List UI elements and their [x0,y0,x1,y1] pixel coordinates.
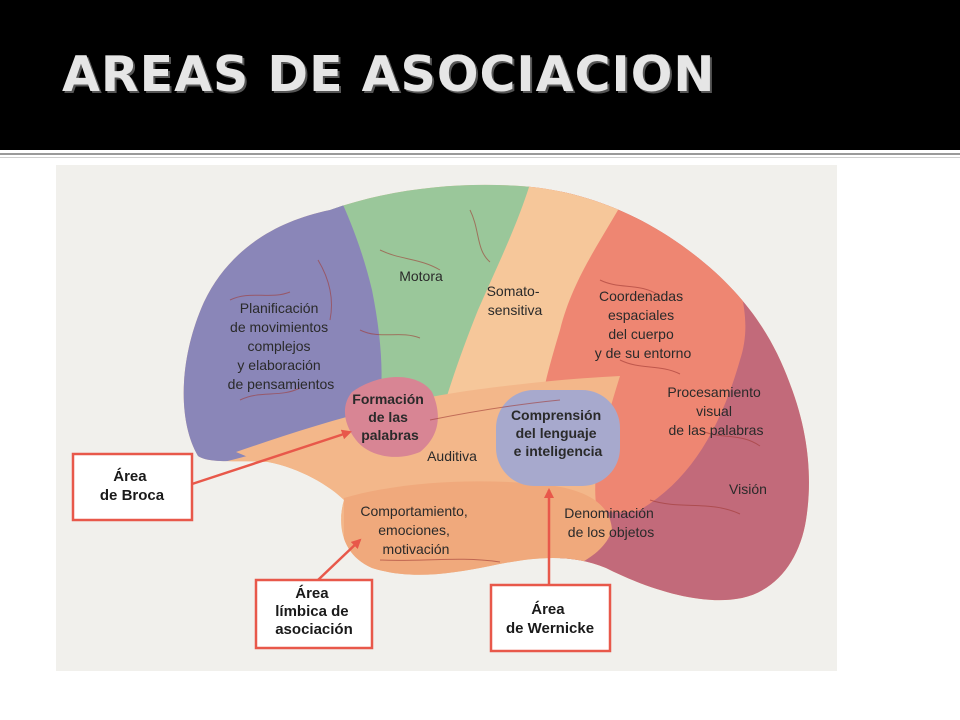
label-procesamiento: Procesamiento visual de las palabras [667,384,764,438]
label-comprension: Comprensión del lenguaje e inteligencia [511,407,605,459]
label-denominacion: Denominación de los objetos [564,505,657,540]
brain-svg: Planificación de movimientos complejos y… [71,184,809,653]
somatosensory-region [440,184,640,426]
divider-line-thin [0,157,960,158]
divider-line [0,153,960,155]
brain-diagram: Planificación de movimientos complejos y… [56,165,837,671]
slide-title: AREAS DE ASOCIACION [62,46,716,103]
callout-box-limbica [254,578,374,650]
label-somatosensitiva: Somato- sensitiva [487,283,544,318]
label-planificacion: Planificación de movimientos complejos y… [228,300,335,392]
title-bar: AREAS DE ASOCIACION [0,0,960,150]
label-auditiva: Auditiva [427,448,477,464]
callout-limbica: Área límbica de asociación [254,578,374,650]
sulci-lines [229,209,761,563]
motor-region [310,184,534,420]
callout-text-limbica: Área límbica de asociación [275,585,353,638]
label-formacion: Formación de las palabras [352,391,427,443]
callout-arrows [191,429,554,585]
label-comportamiento: Comportamiento, emociones, motivación [360,503,471,557]
callout-box-broca [71,452,194,522]
region-labels: Planificación de movimientos complejos y… [228,268,767,557]
callout-broca: Área de Broca [71,452,194,522]
label-coordenadas: Coordenadas espaciales del cuerpo y de s… [595,288,692,361]
callout-wernicke: Área de Wernicke [489,583,612,653]
callout-text-wernicke: Área de Wernicke [506,601,594,637]
broca-region [344,377,438,457]
label-vision: Visión [729,481,767,497]
wernicke-region [496,390,620,486]
arrow-broca [191,429,352,486]
arrow-limbica [317,538,362,581]
callout-text-broca: Área de Broca [100,468,165,504]
label-motora: Motora [399,268,443,284]
callout-box-wernicke [489,583,612,653]
